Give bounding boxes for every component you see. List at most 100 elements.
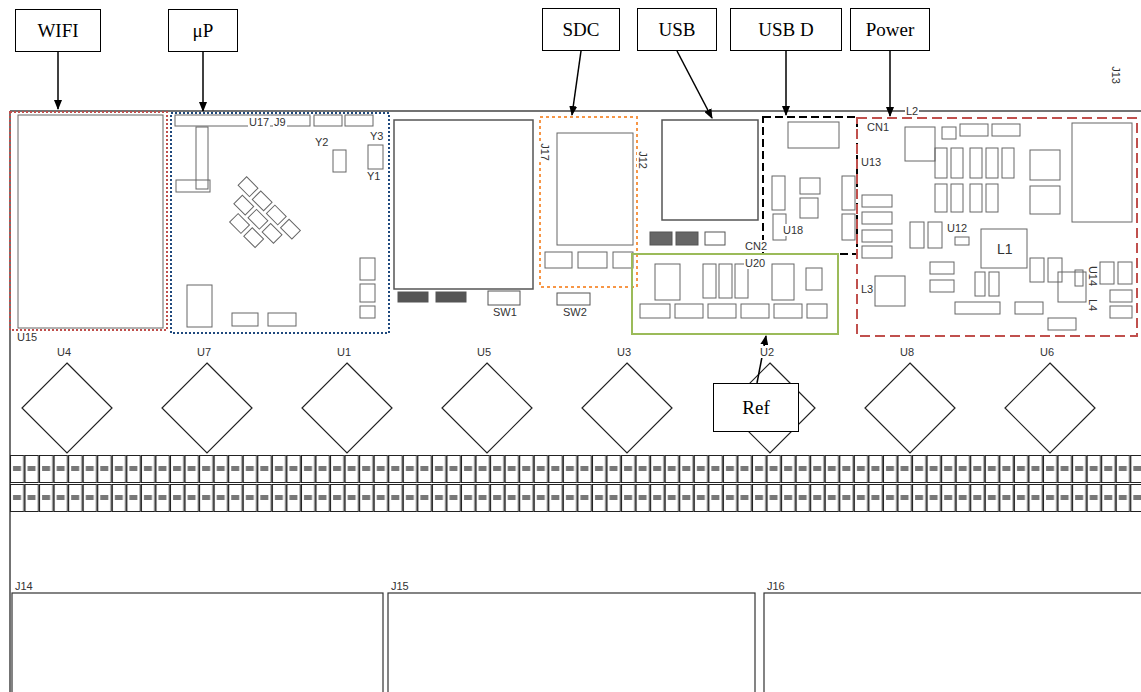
board-shape bbox=[807, 304, 827, 318]
callout-text: WIFI bbox=[37, 20, 78, 42]
board-shape bbox=[930, 280, 954, 292]
board-shape bbox=[951, 148, 963, 178]
part-designator: U5 bbox=[476, 346, 492, 358]
board-shape bbox=[865, 363, 955, 453]
board-shape bbox=[930, 262, 954, 274]
board-shape bbox=[676, 232, 698, 245]
board-shape bbox=[757, 336, 766, 383]
part-designator: U4 bbox=[56, 346, 72, 358]
part-designator: U7 bbox=[196, 346, 212, 358]
board-shape bbox=[262, 223, 282, 243]
board-shape bbox=[1030, 150, 1060, 180]
board-shape bbox=[238, 177, 258, 197]
board-shape bbox=[800, 178, 820, 194]
board-shape bbox=[1110, 306, 1132, 318]
board-shape bbox=[488, 291, 520, 305]
part-designator: Y2 bbox=[314, 136, 329, 148]
board-shape bbox=[862, 212, 892, 224]
part-designator: J16 bbox=[766, 580, 786, 592]
board-shape bbox=[545, 252, 572, 268]
board-shape bbox=[975, 272, 985, 296]
part-designator: U3 bbox=[616, 346, 632, 358]
board-shape bbox=[992, 124, 1020, 136]
callout-text: μP bbox=[193, 20, 214, 42]
board-shape bbox=[955, 237, 969, 245]
board-shape bbox=[1048, 258, 1062, 282]
board-shape bbox=[935, 148, 947, 178]
board-shape bbox=[1015, 302, 1043, 314]
part-designator: Y3 bbox=[369, 130, 384, 142]
part-designator: CN1 bbox=[866, 121, 890, 133]
board-shape bbox=[268, 313, 296, 326]
board-shape bbox=[266, 205, 286, 225]
part-designator: L2 bbox=[905, 105, 919, 117]
board-shape bbox=[10, 110, 1141, 112]
part-designator: U15 bbox=[16, 331, 38, 343]
board-shape bbox=[970, 184, 982, 212]
part-designator: U2 bbox=[759, 346, 775, 358]
board-shape bbox=[557, 133, 633, 245]
board-shape bbox=[234, 195, 254, 215]
board-shape bbox=[875, 276, 905, 306]
board-shape bbox=[960, 124, 988, 136]
board-shape bbox=[703, 264, 716, 298]
wifi-region bbox=[10, 112, 167, 330]
board-shape bbox=[640, 304, 670, 318]
part-designator: L1 bbox=[996, 241, 1014, 257]
cpu-parts bbox=[175, 115, 383, 327]
board-shape bbox=[9, 111, 11, 692]
board-shape bbox=[244, 228, 264, 248]
board-shape bbox=[951, 184, 963, 212]
part-designator: J9 bbox=[273, 116, 287, 128]
board-shape bbox=[360, 284, 375, 302]
board-shape bbox=[572, 51, 581, 115]
board-shape bbox=[1058, 272, 1086, 302]
part-designator: L3 bbox=[860, 283, 874, 295]
board-shape bbox=[302, 363, 392, 453]
board-shape bbox=[981, 229, 1027, 268]
board-shape bbox=[345, 115, 373, 126]
board-shape bbox=[677, 51, 712, 118]
board-shape bbox=[1030, 258, 1044, 282]
board-shape bbox=[650, 232, 672, 245]
part-designator: U14 bbox=[1087, 265, 1099, 287]
board-shape bbox=[772, 264, 794, 300]
board-shape bbox=[216, 177, 301, 262]
board-shape bbox=[1048, 318, 1076, 330]
board-shape bbox=[360, 258, 375, 280]
board-shape bbox=[764, 593, 1141, 692]
board-shape bbox=[862, 246, 892, 258]
usb-device-region bbox=[763, 117, 857, 254]
board-shape bbox=[57, 52, 59, 109]
board-shape bbox=[360, 306, 375, 318]
board-shape bbox=[910, 222, 924, 248]
board-shape bbox=[655, 264, 680, 300]
callout-box: USB D bbox=[730, 8, 842, 51]
board-shape bbox=[394, 120, 533, 289]
board-shape bbox=[230, 214, 250, 234]
board-shape bbox=[774, 304, 802, 318]
board-shape bbox=[705, 232, 725, 245]
board-shape bbox=[232, 313, 258, 326]
board-shape bbox=[935, 184, 947, 212]
board-shape bbox=[252, 191, 272, 211]
main-chip-parts bbox=[394, 120, 590, 305]
part-designator: U6 bbox=[1039, 346, 1055, 358]
usb-parts bbox=[650, 120, 758, 245]
board-shape bbox=[986, 184, 998, 212]
part-designator: CN2 bbox=[744, 240, 768, 252]
board-shape bbox=[22, 363, 112, 453]
board-shape bbox=[613, 252, 633, 268]
board-shape bbox=[905, 127, 935, 161]
board-shape bbox=[955, 302, 1000, 314]
part-designator: U1 bbox=[336, 346, 352, 358]
wifi-module bbox=[18, 115, 163, 328]
usb-device-parts bbox=[772, 122, 855, 240]
reference-parts bbox=[640, 264, 827, 318]
board-shape bbox=[928, 222, 942, 248]
board-shape bbox=[202, 52, 204, 111]
diamond-sockets bbox=[22, 363, 1095, 453]
board-shape bbox=[800, 198, 818, 218]
board-shape bbox=[175, 115, 310, 126]
callout-text: USB D bbox=[758, 19, 813, 41]
